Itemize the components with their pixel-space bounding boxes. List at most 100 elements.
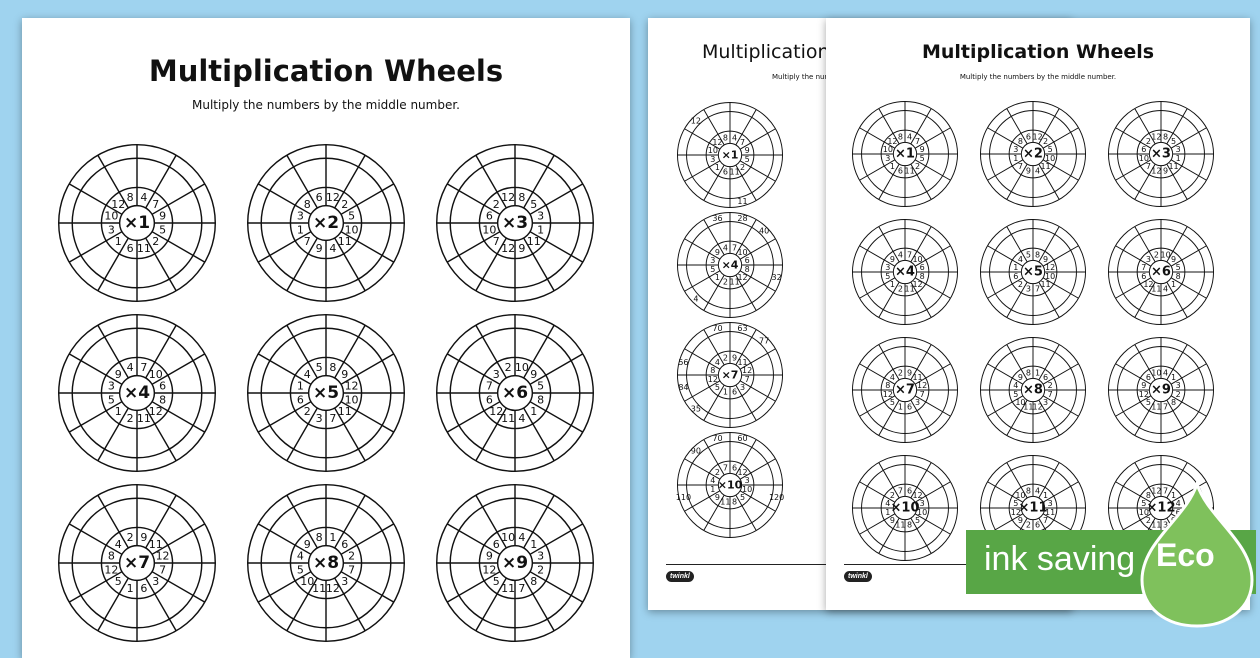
wheel-number: 10 — [149, 368, 163, 381]
wheel-number: 1 — [1013, 154, 1018, 163]
wheel-answer: 4 — [693, 295, 698, 304]
wheel-number: 10 — [501, 531, 515, 544]
wheel-multiplier: ×8 — [1023, 383, 1043, 398]
wheel-number: 12 — [1045, 263, 1055, 272]
wheel-number: 10 — [482, 223, 496, 236]
wheel-number: 12 — [883, 390, 893, 399]
wheel-number: 11 — [338, 405, 352, 418]
wheel-number: 7 — [1035, 285, 1040, 294]
wheel-number: 7 — [732, 243, 737, 252]
wheel-number: 5 — [159, 223, 166, 236]
wheel-number: 8 — [1176, 272, 1181, 281]
wheel-number: 4 — [907, 132, 912, 141]
wheel-number: 2 — [493, 198, 500, 211]
worksheet-page-large: Multiplication Wheels Multiply the numbe… — [22, 18, 630, 658]
wheel-number: 7 — [740, 138, 745, 147]
wheel-number: 2 — [898, 285, 903, 294]
wheel-number: 7 — [898, 486, 903, 495]
wheel-number: 3 — [885, 263, 890, 272]
wheel-answer: 70 — [712, 434, 722, 443]
wheel-number: 12 — [345, 380, 359, 393]
wheel-number: 5 — [1146, 398, 1151, 407]
wheel-number: 3 — [1163, 521, 1168, 530]
wheel-answer: 32 — [771, 273, 781, 282]
wheel-number: 8 — [1035, 250, 1040, 259]
wheel-number: 1 — [1035, 368, 1040, 377]
wheel-multiplier: ×1 — [895, 147, 915, 162]
wheel-number: 2 — [1176, 390, 1181, 399]
wheel-number: 8 — [316, 531, 323, 544]
wheel-number: 2 — [1146, 516, 1151, 525]
wheel-number: 3 — [1043, 398, 1048, 407]
wheel-number: 4 — [115, 538, 122, 551]
wheel-number: 3 — [108, 223, 115, 236]
wheel-number: 6 — [486, 210, 493, 223]
wheel-number: 9 — [159, 210, 166, 223]
wheel-multiplier: ×5 — [1023, 265, 1043, 280]
wheel-number: 2 — [1026, 521, 1031, 530]
wheel-number: 3 — [915, 398, 920, 407]
wheel-number: 3 — [537, 210, 544, 223]
wheel-number: 10 — [300, 575, 314, 588]
page-title: Multiplication Wheels — [148, 54, 504, 88]
wheel-number: 7 — [1141, 263, 1146, 272]
wheel-number: 3 — [297, 210, 304, 223]
wheel-number: 1 — [297, 223, 304, 236]
wheel-number: 7 — [1043, 516, 1048, 525]
wheel-number: 6 — [1043, 373, 1048, 382]
wheel-number: 10 — [1015, 491, 1025, 500]
wheel-number: 7 — [1146, 162, 1151, 171]
wheel-answer: 40 — [759, 226, 769, 235]
page-title: Multiplication Wheels — [921, 41, 1155, 63]
wheel-number: 5 — [530, 198, 537, 211]
wheel-number: 6 — [1013, 272, 1018, 281]
wheel-number: 9 — [1043, 255, 1048, 264]
wheel-number: 11 — [912, 373, 922, 382]
wheel-number: 6 — [1141, 272, 1146, 281]
wheel-number: 4 — [1035, 167, 1040, 176]
wheel-number: 5 — [316, 361, 323, 374]
wheel-number: 10 — [515, 361, 529, 374]
wheel-number: 10 — [912, 255, 922, 264]
wheel-multiplier: ×9 — [1151, 383, 1171, 398]
wheel-multiplier: ×6 — [1151, 265, 1171, 280]
wheel-number: 6 — [898, 167, 903, 176]
wheel-number: 11 — [1040, 162, 1050, 171]
wheel-number: 7 — [348, 563, 355, 576]
wheel-multiplier: ×2 — [1023, 147, 1043, 162]
wheel-answer: 60 — [737, 434, 747, 443]
wheel-number: 9 — [140, 531, 147, 544]
wheel-number: 1 — [115, 235, 122, 248]
wheel-number: 2 — [723, 278, 728, 287]
wheel-number: 3 — [1013, 145, 1018, 154]
wheel-number: 3 — [152, 575, 159, 588]
wheel-number: 8 — [1026, 368, 1031, 377]
wheel-number: 9 — [1018, 373, 1023, 382]
wheel-number: 6 — [127, 242, 134, 255]
wheel-number: 8 — [732, 498, 737, 507]
wheel-number: 9 — [890, 255, 895, 264]
wheel-number: 5 — [115, 575, 122, 588]
wheel-number: 11 — [1151, 285, 1161, 294]
wheel-answer: 63 — [737, 324, 747, 333]
wheel-number: 1 — [530, 405, 537, 418]
wheel-multiplier: ×7 — [124, 553, 150, 573]
wheel-number: 6 — [1176, 508, 1181, 517]
wheel-number: 4 — [898, 250, 903, 259]
wheel-number: 3 — [710, 155, 715, 164]
wheel-number: 4 — [304, 368, 311, 381]
wheel-number: 4 — [518, 412, 525, 425]
wheel-number: 8 — [1018, 137, 1023, 146]
wheel-number: 9 — [1026, 167, 1031, 176]
wheel-number: 6 — [907, 486, 912, 495]
wheel-number: 7 — [907, 250, 912, 259]
wheel-number: 2 — [304, 405, 311, 418]
